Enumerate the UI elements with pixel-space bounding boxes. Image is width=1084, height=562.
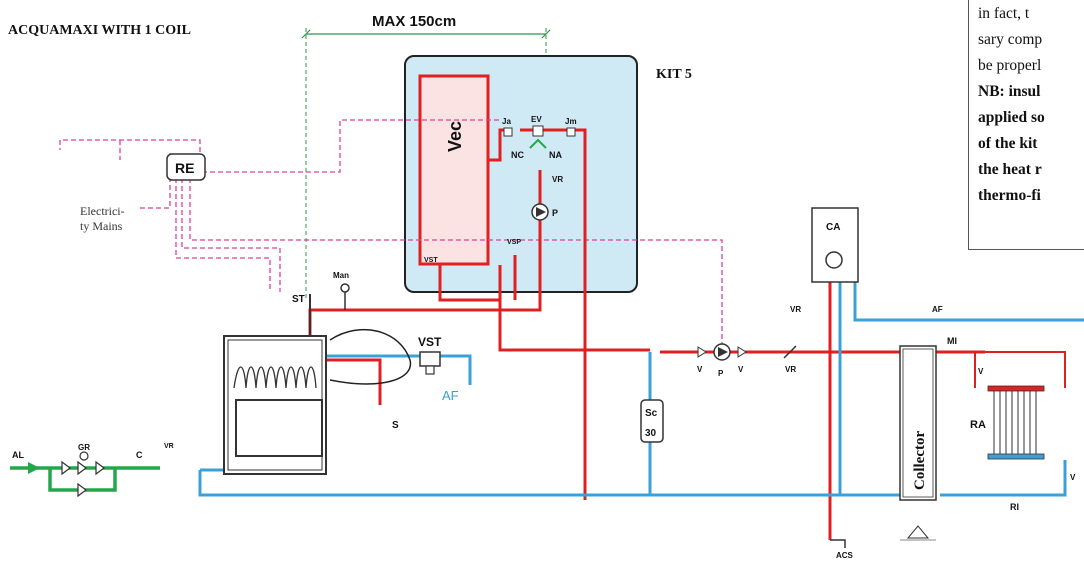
- inlet-arrow: [28, 462, 40, 474]
- p-label: P: [718, 369, 724, 378]
- man-label: Man: [333, 271, 349, 280]
- re-label: RE: [175, 160, 194, 176]
- cold-water-pipes: [198, 258, 1084, 497]
- kit-label: KIT 5: [656, 67, 692, 82]
- ca-pump-icon: [825, 251, 843, 269]
- vr-mid-label: VR: [785, 365, 796, 374]
- radiator-piping: [974, 351, 1066, 388]
- note-line: NB: insul: [978, 83, 1041, 100]
- vec-tank: [418, 74, 490, 266]
- diagram-title: ACQUAMAXI WITH 1 COIL: [8, 23, 191, 38]
- ev-valve: [532, 125, 544, 137]
- ev-label: EV: [531, 115, 542, 124]
- jm-valve: [566, 127, 576, 137]
- na-label: NA: [549, 150, 562, 160]
- ca-unit: [811, 207, 859, 283]
- vec-label: Vec: [445, 121, 465, 152]
- sc-30-separator: [640, 399, 664, 443]
- collector-support: [906, 525, 930, 539]
- electric-wiring: [59, 119, 723, 348]
- al-label: AL: [12, 450, 24, 460]
- acs-tap-icon: [830, 539, 846, 548]
- acs-label: ACS: [836, 551, 854, 560]
- note-line: be properl: [978, 57, 1042, 74]
- mains-label-2: ty Mains: [80, 219, 123, 233]
- radiator: [987, 385, 1045, 460]
- st-label: ST: [292, 294, 305, 305]
- re-controller: [166, 153, 206, 181]
- note-line: the heat r: [978, 161, 1042, 178]
- note-box: in fact, t sary comp be properl NB: insu…: [968, 0, 1084, 250]
- note-line: applied so: [978, 109, 1045, 126]
- v-bottom-label: V: [1070, 473, 1076, 482]
- inlet-valves: [61, 451, 105, 498]
- ev-arrows-icon: [529, 138, 547, 149]
- mains-label-1: Electrici-: [80, 204, 125, 218]
- vr-inlet-label: VR: [164, 443, 174, 450]
- ri-label: RI: [1010, 502, 1019, 512]
- ra-label: RA: [970, 419, 986, 431]
- v-a-label: V: [697, 365, 703, 374]
- ja-label: Ja: [502, 117, 511, 126]
- nc-label: NC: [511, 150, 524, 160]
- sc-label-2: 30: [645, 428, 657, 439]
- vsp-label: VSP: [507, 239, 521, 246]
- pump-group: [697, 343, 797, 361]
- c-label: C: [136, 450, 143, 460]
- p-kit-label: P: [552, 208, 558, 218]
- gr-label: GR: [78, 443, 90, 452]
- jm-label: Jm: [565, 117, 577, 126]
- collector-label: Collector: [912, 431, 928, 490]
- note-line: thermo-fi: [978, 187, 1041, 204]
- vr-ca-label: VR: [790, 305, 801, 314]
- man-gauge: [340, 283, 350, 293]
- af-left-label: AF: [442, 388, 459, 403]
- boiler: [223, 328, 412, 475]
- af-right-label: AF: [932, 305, 943, 314]
- s-label: S: [392, 420, 399, 431]
- vst-valve: [419, 351, 441, 375]
- ca-label: CA: [826, 222, 840, 233]
- vst-kit-label: VST: [424, 257, 438, 264]
- vr-kit-label: VR: [552, 175, 563, 184]
- note-line: in fact, t: [978, 5, 1030, 22]
- note-line: sary comp: [978, 31, 1043, 48]
- v-b-label: V: [738, 365, 744, 374]
- ja-valve: [503, 127, 513, 137]
- max-distance-label: MAX 150cm: [372, 13, 456, 30]
- mi-label: MI: [947, 336, 957, 346]
- note-line: of the kit: [978, 135, 1038, 152]
- sc-label-1: Sc: [645, 408, 658, 419]
- v-top-label: V: [978, 367, 984, 376]
- collector: [899, 345, 937, 501]
- vst-label: VST: [418, 335, 442, 349]
